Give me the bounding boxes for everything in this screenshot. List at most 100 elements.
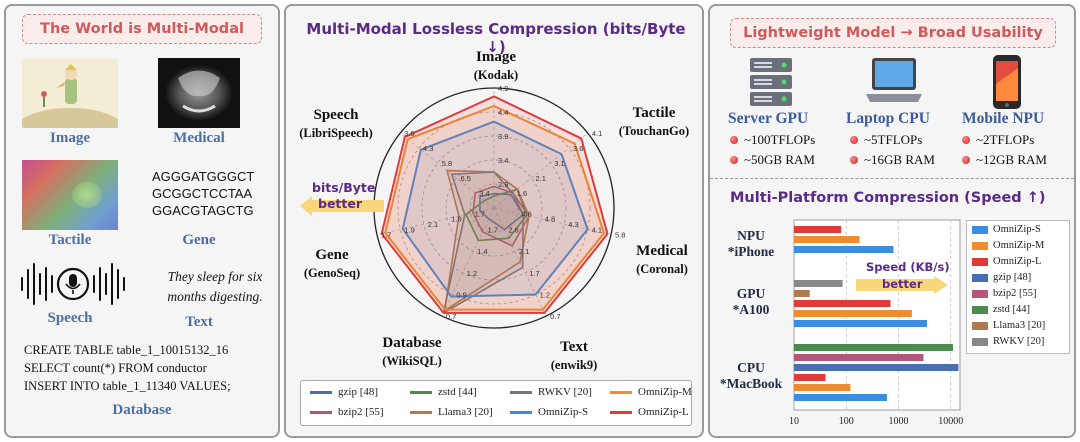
radar-spoke [493, 132, 589, 209]
legend-swatch [310, 391, 332, 394]
radar-spoke [376, 207, 495, 236]
medical-thumbnail [158, 58, 240, 128]
radar-tick-label: 0.7 [550, 312, 560, 321]
right-panel-title: Lightweight Model → Broad Usability [730, 18, 1056, 48]
legend-label: gzip [48] [338, 386, 379, 398]
bar-legend-item: bzip2 [55] [972, 288, 1036, 299]
radar-axis-label-text: Text(enwik9) [550, 339, 598, 372]
divider-line [710, 178, 1074, 179]
legend-swatch [410, 411, 432, 414]
radar-legend-item: gzip [48] [310, 386, 378, 398]
modality-label-gene: Gene [182, 232, 216, 248]
middle-panel: Multi-Modal Lossless Compression (bits/B… [284, 4, 704, 438]
sql-line-3: INSERT INTO table_1_11340 VALUES; [24, 379, 231, 393]
legend-label: zstd [44] [993, 304, 1031, 315]
bar-omnizip-l [794, 226, 842, 233]
radar-chart-title: Multi-Modal Lossless Compression (bits/B… [306, 20, 686, 56]
radar-tick-label: 3.6 [404, 129, 414, 138]
radar-tick-label: 4.1 [592, 129, 602, 138]
legend-label: OmniZip-S [538, 406, 589, 418]
legend-swatch [510, 391, 532, 394]
legend-swatch [610, 391, 632, 394]
bar-zstd-44- [794, 344, 953, 351]
radar-tick-label: 3.1 [554, 159, 564, 168]
radar-series-omnizip-s [401, 120, 589, 298]
legend-swatch [310, 411, 332, 414]
sql-line-2: SELECT count(*) FROM conductor [24, 361, 207, 375]
bullet-icon [850, 136, 858, 144]
radar-axis-label-tactile: Tactile(TouchanGo) [618, 105, 690, 138]
legend-label: gzip [48] [993, 272, 1032, 283]
radar-tick-label: 1.9 [451, 215, 461, 224]
radar-tick-label: 4.1 [592, 225, 602, 234]
legend-label: RWKV [20] [538, 386, 592, 398]
legend-label: Llama3 [20] [438, 406, 493, 418]
radar-tick-label: 4.6 [521, 209, 531, 218]
platform-name-laptop: Laptop CPU [846, 110, 930, 127]
radar-legend-item: zstd [44] [410, 386, 477, 398]
legend-swatch [972, 273, 988, 282]
bar-omnizip-s [794, 394, 887, 401]
server-spec-flops: ~100TFLOPs [744, 132, 816, 147]
radar-legend-item: RWKV [20] [510, 386, 592, 398]
legend-swatch [410, 391, 432, 394]
bar-x-tick-label: 100 [839, 416, 854, 427]
radar-legend-item: bzip2 [55] [310, 406, 384, 418]
radar-series-omnizip-m [384, 105, 605, 311]
radar-spoke [441, 207, 495, 317]
tactile-thumbnail [22, 160, 118, 230]
legend-label: OmniZip-S [993, 224, 1041, 235]
bar-omnizip-s [794, 246, 894, 253]
legend-swatch [972, 305, 988, 314]
bar-omnizip-l [794, 374, 826, 381]
radar-tick-label: 4.4 [498, 108, 508, 117]
legend-label: zstd [44] [438, 386, 477, 398]
gene-sequence-line-2: GCGGCTCCTAA [152, 186, 253, 201]
laptop-icon [866, 58, 922, 102]
radar-tick-label: 1.7 [488, 226, 498, 235]
bar-chart-title: Multi-Platform Compression (Speed ↑) [730, 190, 1046, 206]
radar-tick-label: 6.5 [460, 174, 470, 183]
legend-label: OmniZip-M [993, 240, 1045, 251]
modality-label-tactile: Tactile [48, 232, 92, 248]
radar-legend-item: OmniZip-M [610, 386, 692, 398]
radar-series-rwkv-20- [442, 171, 525, 314]
legend-label: bzip2 [55] [338, 406, 384, 418]
radar-axis-label-speech: Speech(LibriSpeech) [299, 107, 373, 140]
modality-label-image: Image [50, 130, 90, 146]
legend-swatch [972, 321, 988, 330]
right-panel: Lightweight Model → Broad Usability Serv… [708, 4, 1076, 438]
radar-tick-label: 4.3 [423, 144, 433, 153]
better-arrow-icon [300, 196, 384, 216]
bar-group-label-cpu: CPU*MacBook [719, 360, 783, 391]
radar-spoke [493, 207, 612, 236]
bar-legend-item: gzip [48] [972, 272, 1031, 283]
gene-sequence-line-1: AGGGATGGGCT [152, 169, 255, 184]
speed-annotation-sub: better [882, 277, 923, 291]
bar-legend-item: OmniZip-L [972, 256, 1041, 267]
legend-swatch [972, 289, 988, 298]
bullet-icon [962, 156, 970, 164]
mobile-spec-flops: ~2TFLOPs [976, 132, 1035, 147]
gene-sequence-line-3: GGACGTAGCTG [152, 203, 254, 218]
bullet-icon [730, 136, 738, 144]
radar-tick-label: 5.8 [615, 231, 625, 240]
radar-series-llama3-20- [443, 169, 530, 312]
legend-swatch [972, 225, 988, 234]
radar-axis-label-database: Database(WikiSQL) [382, 335, 442, 368]
radar-tick-label: 0.9 [456, 290, 466, 299]
radar-grid-ring [445, 159, 543, 257]
radar-tick-label: 1.2 [467, 269, 477, 278]
bar-group-label-npu: NPU*iPhone [727, 228, 775, 259]
radar-tick-label: 1.6 [517, 189, 527, 198]
bar-x-tick-label: 1000 [889, 416, 909, 427]
bar-omnizip-m [794, 384, 851, 391]
bar-x-tick-label: 10 [789, 416, 799, 427]
legend-label: OmniZip-L [993, 256, 1042, 267]
legend-swatch [972, 257, 988, 266]
sql-line-1: CREATE TABLE table_1_10015132_16 [24, 343, 229, 357]
bar-legend-item: OmniZip-S [972, 224, 1041, 235]
bar-gzip-48- [794, 364, 959, 371]
bar-legend-item: zstd [44] [972, 304, 1030, 315]
radar-series-gzip-48- [479, 192, 525, 231]
